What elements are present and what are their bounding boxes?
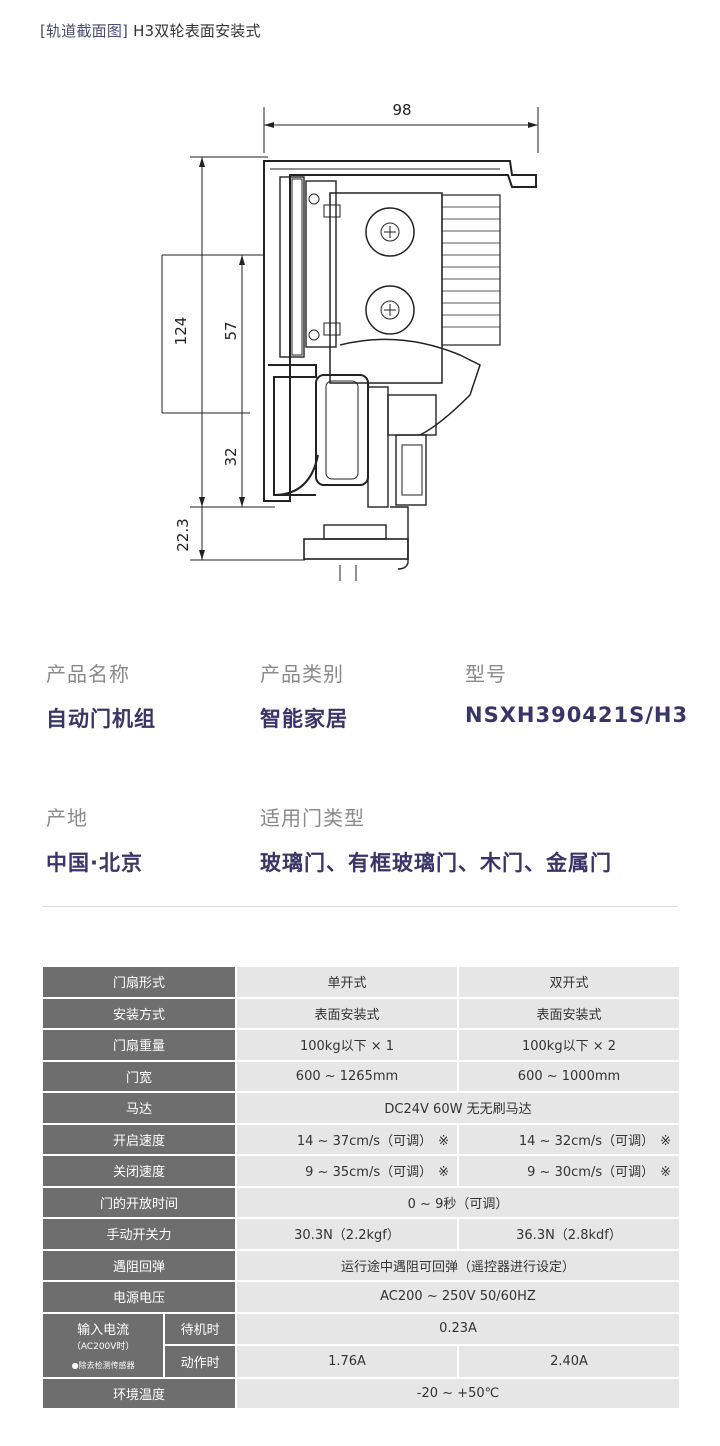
dim-middle-label: 57	[222, 321, 240, 340]
row-header: 马达	[41, 1091, 237, 1125]
rail-profile	[263, 160, 537, 502]
current-label-cell: 输入电流 （AC200V时） ●除去检测传感器	[43, 1313, 166, 1377]
table-row: 开启速度 14 ~ 37cm/s（可调） ※ 14 ~ 32cm/s（可调） ※	[41, 1122, 681, 1156]
section-divider	[42, 906, 678, 907]
info-origin-value: 中国·北京	[46, 851, 143, 875]
cell-action-double: 2.40A	[457, 1344, 681, 1379]
row-header: 手动开关力	[41, 1217, 237, 1251]
note-mark: ※	[438, 1133, 449, 1149]
spec-table: 门扇形式 单开式 双开式 安装方式 表面安装式 表面安装式 门扇重量 100kg…	[41, 965, 681, 1410]
info-origin-label: 产地	[46, 806, 88, 830]
current-label: 输入电流	[77, 1323, 130, 1338]
table-row: 输入电流 （AC200V时） ●除去检测传感器 待机时 动作时 0.23A	[41, 1311, 681, 1379]
action-label: 动作时	[164, 1345, 235, 1377]
cell-text: 9 ~ 35cm/s（可调）	[305, 1165, 433, 1181]
standby-label: 待机时	[164, 1313, 235, 1346]
track-section-drawing: 98 124 57 32 22.3	[161, 101, 539, 581]
cell-shared: 运行途中遇阻可回弹（遥控器进行设定）	[235, 1248, 681, 1282]
title-bracket: [轨道截面图]	[40, 22, 129, 40]
note-mark: ※	[660, 1133, 671, 1149]
info-model-label: 型号	[465, 662, 507, 686]
dim-lower-label: 32	[222, 447, 240, 466]
info-model-value: NSXH390421S/H3	[465, 703, 689, 727]
table-row: 安装方式 表面安装式 表面安装式	[41, 996, 681, 1030]
main-wheel	[315, 374, 369, 486]
info-name-value: 自动门机组	[46, 707, 156, 731]
table-row: 遇阻回弹 运行途中遇阻可回弹（遥控器进行设定）	[41, 1248, 681, 1282]
cell-action-single: 1.76A	[235, 1344, 459, 1379]
table-row: 电源电压 AC200 ~ 250V 50/60HZ	[41, 1280, 681, 1314]
row-header: 安装方式	[41, 996, 237, 1030]
info-name-label: 产品名称	[46, 662, 130, 686]
table-row: 门扇重量 100kg以下 × 1 100kg以下 × 2	[41, 1028, 681, 1062]
title-text: H3双轮表面安装式	[133, 22, 261, 40]
cell-standby: 0.23A	[235, 1311, 681, 1346]
table-row: 环境温度 -20 ~ +50℃	[41, 1376, 681, 1410]
info-model: 型号 NSXH390421S/H3	[465, 658, 688, 727]
bottom-bolt	[323, 524, 387, 540]
row-header: 关闭速度	[41, 1154, 237, 1188]
table-row: 手动开关力 30.3N（2.2kgf） 36.3N（2.8kdf）	[41, 1217, 681, 1251]
page-title: [轨道截面图] H3双轮表面安装式	[40, 20, 261, 41]
info-doors-value: 玻璃门、有框玻璃门、木门、金属门	[260, 851, 612, 875]
row-header: 门扇重量	[41, 1028, 237, 1062]
cell-double: 100kg以下 × 2	[457, 1028, 681, 1062]
cell-single: 100kg以下 × 1	[235, 1028, 459, 1062]
dim-total-label: 124	[172, 317, 190, 346]
cell-single: 9 ~ 35cm/s（可调） ※	[235, 1154, 459, 1188]
current-sub-label: （AC200V时）	[71, 1342, 135, 1352]
row-header: 遇阻回弹	[41, 1248, 237, 1282]
table-row: 门宽 600 ~ 1265mm 600 ~ 1000mm	[41, 1059, 681, 1093]
table-row: 马达 DC24V 60W 无无刷马达	[41, 1091, 681, 1125]
cell-single: 30.3N（2.2kgf）	[235, 1217, 459, 1251]
dim-width-label: 98	[392, 101, 411, 119]
info-doors-label: 适用门类型	[260, 806, 365, 830]
row-header: 环境温度	[41, 1376, 237, 1410]
info-category-label: 产品类别	[260, 662, 344, 686]
cell-single: 表面安装式	[235, 996, 459, 1030]
cell-text: 14 ~ 37cm/s（可调）	[296, 1133, 433, 1149]
upper-roller	[365, 207, 415, 257]
pulley	[441, 194, 501, 346]
cell-double: 36.3N（2.8kdf）	[457, 1217, 681, 1251]
dim-bottom-label: 22.3	[174, 518, 192, 551]
cell-double: 600 ~ 1000mm	[457, 1059, 681, 1093]
table-row: 门扇形式 单开式 双开式	[41, 965, 681, 999]
info-category: 产品类别 智能家居	[260, 658, 348, 733]
cell-shared: AC200 ~ 250V 50/60HZ	[235, 1280, 681, 1314]
lower-roller	[365, 285, 415, 335]
row-header: 开启速度	[41, 1122, 237, 1156]
cell-shared: -20 ~ +50℃	[235, 1376, 681, 1410]
cell-double: 9 ~ 30cm/s（可调） ※	[457, 1154, 681, 1188]
note-mark: ※	[660, 1165, 671, 1181]
row-header-current: 输入电流 （AC200V时） ●除去检测传感器 待机时 动作时	[41, 1311, 237, 1379]
cell-single: 单开式	[235, 965, 459, 999]
table-row: 1.76A 2.40A	[42, 1344, 681, 1379]
cell-shared: DC24V 60W 无无刷马达	[235, 1091, 681, 1125]
info-name: 产品名称 自动门机组	[46, 658, 156, 733]
table-row: 门的开放时间 0 ~ 9秒（可调）	[41, 1185, 681, 1219]
cell-text: 14 ~ 32cm/s（可调）	[518, 1133, 655, 1149]
row-header: 门宽	[41, 1059, 237, 1093]
row-header: 门的开放时间	[41, 1185, 237, 1219]
cell-double: 表面安装式	[457, 996, 681, 1030]
cell-single: 600 ~ 1265mm	[235, 1059, 459, 1093]
cell-single: 14 ~ 37cm/s（可调） ※	[235, 1122, 459, 1156]
table-row: 关闭速度 9 ~ 35cm/s（可调） ※ 9 ~ 30cm/s（可调） ※	[41, 1154, 681, 1188]
info-category-value: 智能家居	[260, 707, 348, 731]
row-header: 门扇形式	[41, 965, 237, 999]
cell-double: 14 ~ 32cm/s（可调） ※	[457, 1122, 681, 1156]
info-origin: 产地 中国·北京	[46, 802, 143, 877]
cell-text: 9 ~ 30cm/s（可调）	[527, 1165, 655, 1181]
row-header: 电源电压	[41, 1280, 237, 1314]
cell-double: 双开式	[457, 965, 681, 999]
note-mark: ※	[438, 1165, 449, 1181]
cell-shared: 0 ~ 9秒（可调）	[235, 1185, 681, 1219]
info-doors: 适用门类型 玻璃门、有框玻璃门、木门、金属门	[260, 802, 612, 877]
current-note: ●除去检测传感器	[71, 1361, 135, 1370]
